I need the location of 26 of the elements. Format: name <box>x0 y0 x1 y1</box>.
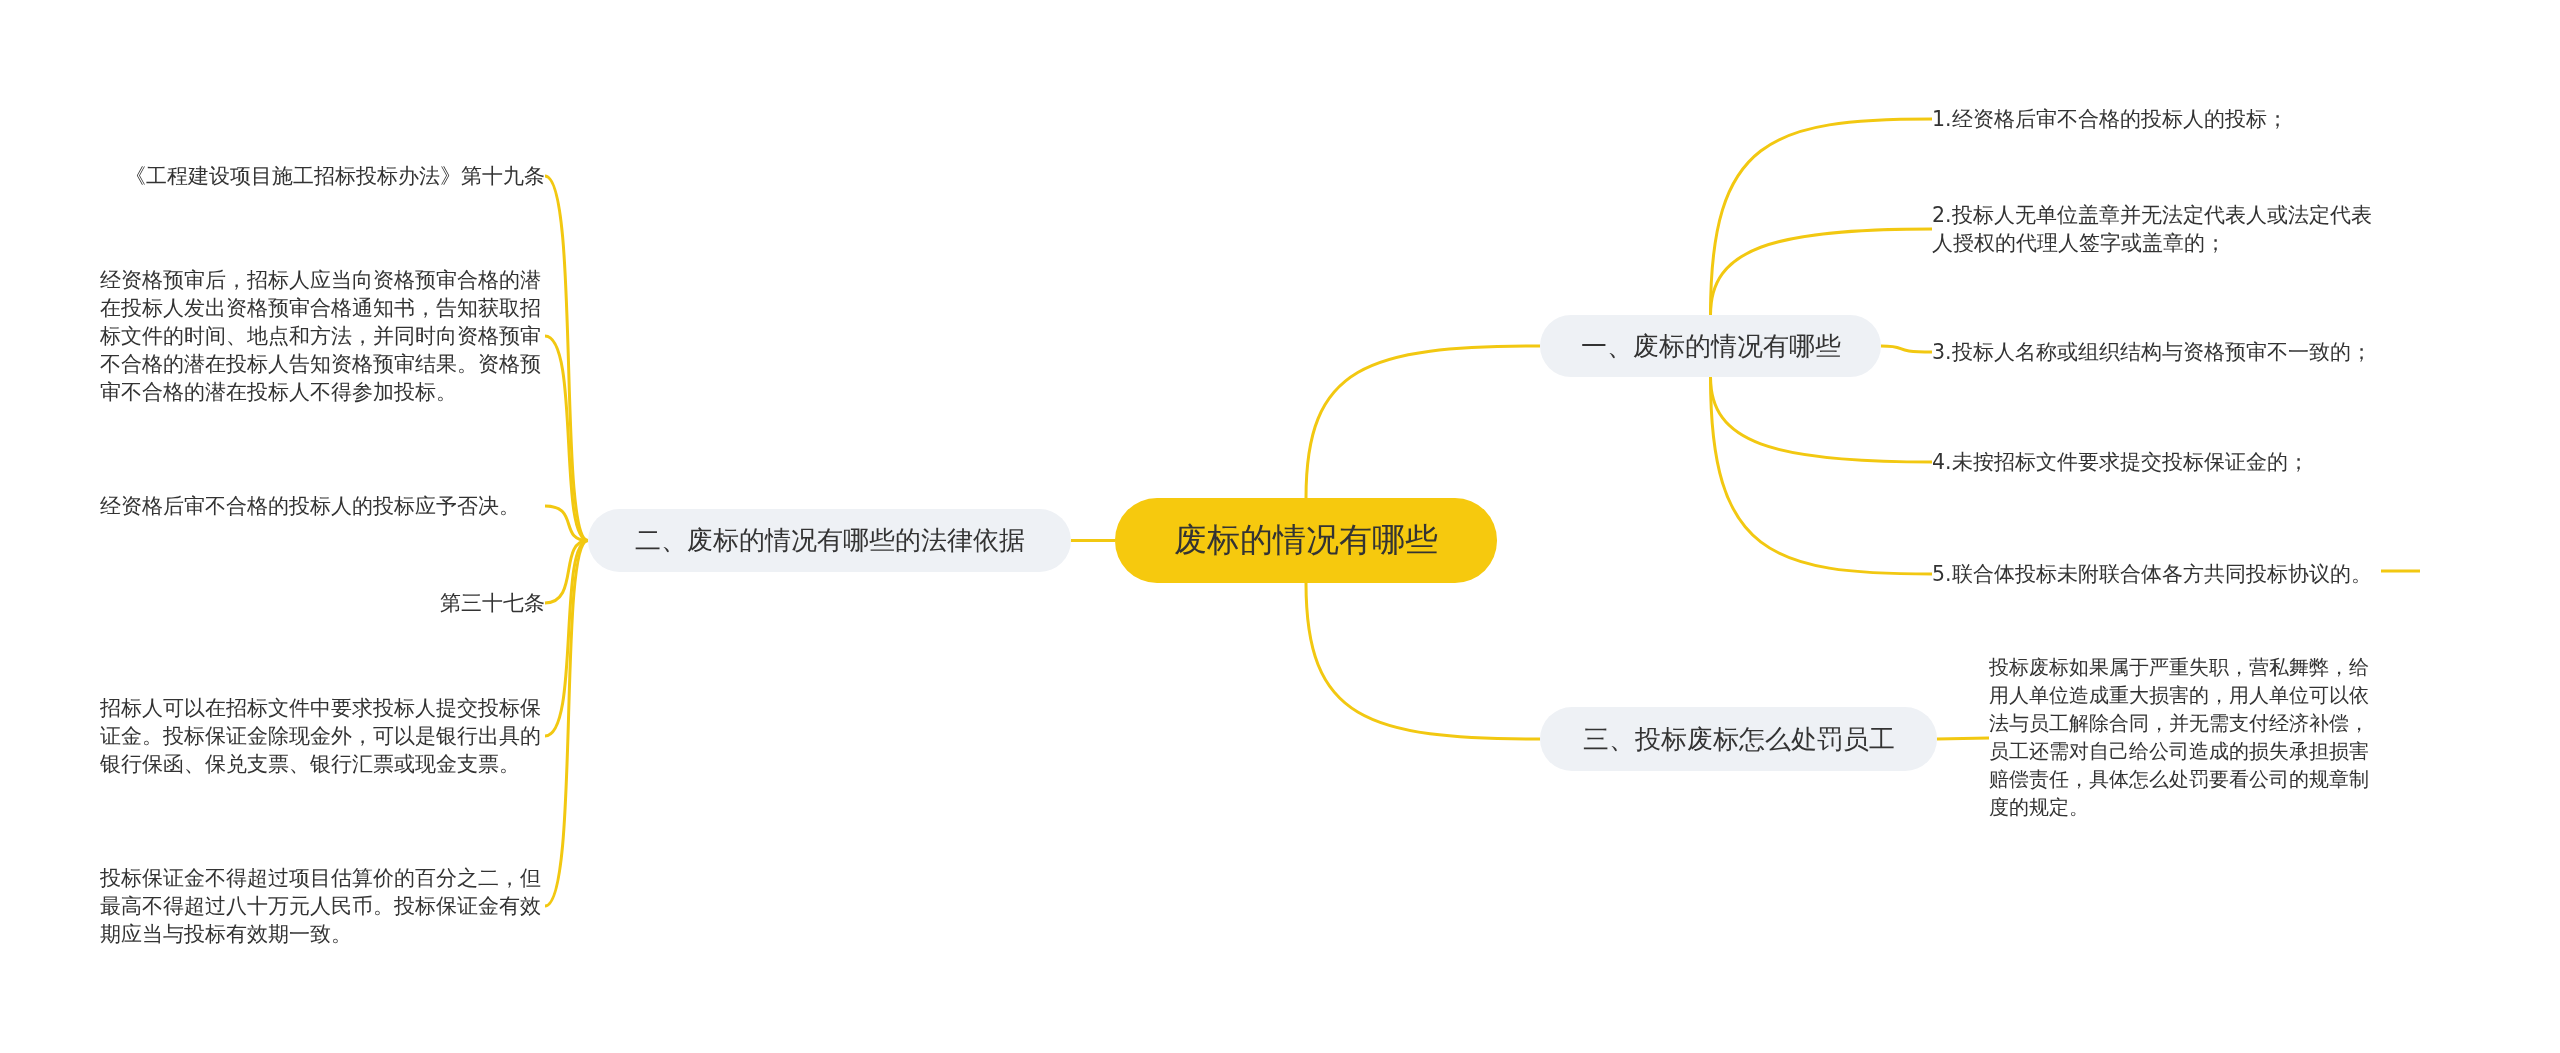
leaf-text: 5.联合体投标未附联合体各方共同投标协议的。 <box>1932 560 2372 588</box>
connector <box>1709 227 1932 316</box>
leaf-text: 4.未按招标文件要求提交投标保证金的； <box>1932 448 2372 476</box>
connector <box>1071 539 1115 542</box>
topic-box: 一、废标的情况有哪些 <box>1540 315 1881 377</box>
leaf-text: 招标人可以在招标文件中要求投标人提交投标保证金。投标保证金除现金外，可以是银行出具的银行保函、保兑支票、银行汇票或现金支票。 <box>100 694 545 778</box>
topic-box: 三、投标废标怎么处罚员工 <box>1540 707 1937 771</box>
leaf-text: 投标保证金不得超过项目估算价的百分之二，但最高不得超过八十万元人民币。投标保证金有效期应当与投标有效期一致。 <box>100 864 545 948</box>
leaf-text: 经资格后审不合格的投标人的投标应予否决。 <box>100 492 545 520</box>
leaf-text: 经资格预审后，招标人应当向资格预审合格的潜在投标人发出资格预审合格通知书，告知获取招标文件的时间、地点和方法，并同时向资格预审不合格的潜在投标人告知资格预审结果。资格预审不合格的潜在投标人不得参加投标。 <box>100 266 545 406</box>
leaf-text: 2.投标人无单位盖章并无法定代表人或法定代表人授权的代理人签字或盖章的； <box>1932 201 2372 257</box>
leaf-text: 投标废标如果属于严重失职，营私舞弊，给用人单位造成重大损害的，用人单位可以依法与员工解除合同，并无需支付经济补偿，员工还需对自己给公司造成的损失承担损害赔偿责任，具体怎么处罚要看公司的规章制度的规定。 <box>1989 654 2384 822</box>
leaf-text: 《工程建设项目施工招标投标办法》第十九条 <box>100 162 545 190</box>
connector <box>1709 376 1933 576</box>
leaf-text: 1.经资格后审不合格的投标人的投标； <box>1932 105 2372 133</box>
connector <box>544 539 589 738</box>
connector <box>1304 344 1540 499</box>
leaf-text: 第三十七条 <box>100 589 545 617</box>
leaf-text: 3.投标人名称或组织结构与资格预审不一致的； <box>1932 338 2372 366</box>
central-topic: 废标的情况有哪些 <box>1115 498 1497 583</box>
connector <box>1880 344 1933 354</box>
connector <box>544 334 589 542</box>
topic-box: 二、废标的情况有哪些的法律依据 <box>588 509 1071 572</box>
connector <box>1936 736 1990 741</box>
connector <box>1304 582 1540 741</box>
connector <box>543 539 590 908</box>
